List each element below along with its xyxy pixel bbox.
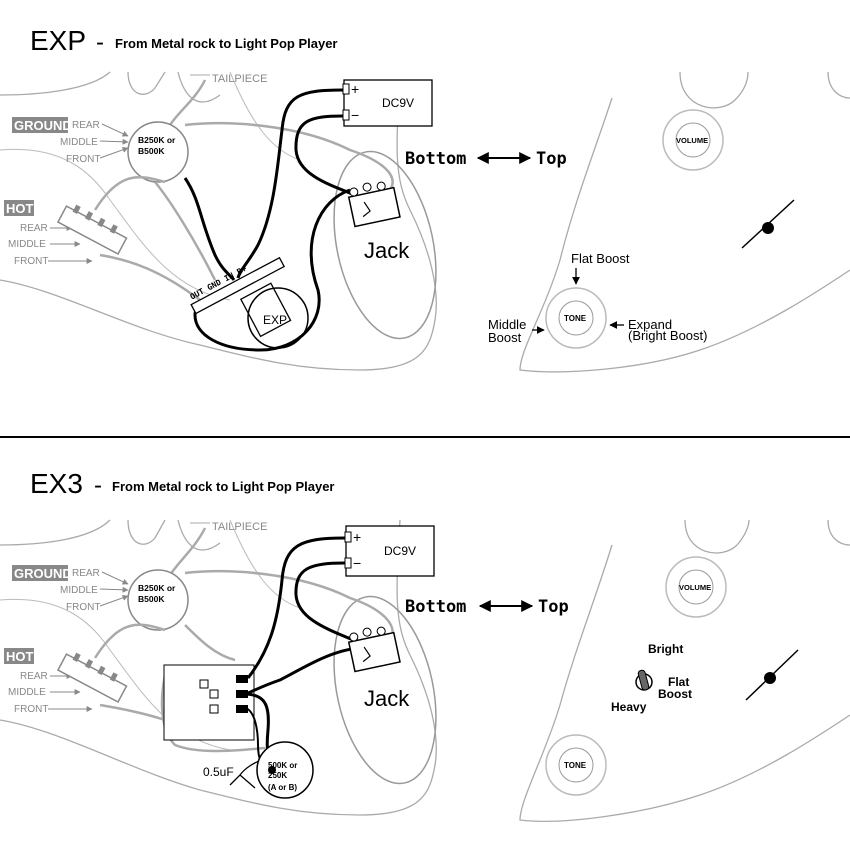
ex3-ground-rear: REAR [72, 568, 100, 579]
ex3-volume-pot [127, 569, 189, 631]
ex3-battery-plus: + [353, 529, 361, 545]
ex3-ground-front: FRONT [66, 602, 100, 613]
exp-jack-label: Jack [364, 238, 410, 263]
exp-hot-middle: MIDDLE [8, 239, 46, 250]
ex3-body-outline-left [0, 519, 437, 816]
ex3-mini-toggle [635, 669, 653, 691]
exp-expand-2: (Bright Boost) [628, 328, 707, 343]
exp-module-label: EXP [263, 313, 287, 327]
ex3-jack-label: Jack [364, 686, 410, 711]
exp-battery [343, 79, 433, 127]
ex3-dash: - [94, 472, 102, 499]
exp-pot-value-2: B500K [138, 146, 165, 156]
exp-pickguard-outline [0, 71, 301, 301]
exp-jack-plate [333, 150, 437, 340]
ex3-title: EX3 [30, 468, 83, 499]
exp-hot-front: FRONT [14, 256, 48, 267]
ex3-volume-label: VOLUME [679, 583, 711, 592]
exp-subtitle: From Metal rock to Light Pop Player [115, 36, 337, 51]
exp-top-label: Top [536, 149, 567, 169]
exp-section: EXP - From Metal rock to Light Pop Playe… [0, 25, 850, 373]
exp-battery-minus: − [351, 107, 359, 123]
exp-body-outline-left [0, 71, 437, 371]
ex3-body-outline-right [519, 519, 850, 822]
ex3-hot-label: HOT [6, 649, 34, 664]
ex3-flat-label-1: Flat [668, 675, 689, 689]
exp-hot-rear: REAR [20, 223, 48, 234]
ex3-heavy-label: Heavy [611, 700, 647, 714]
ex3-pot2-value-2: 250K [268, 771, 287, 780]
exp-volume-pot [127, 121, 189, 183]
exp-ground-middle: MIDDLE [60, 137, 98, 148]
exp-battery-label: DC9V [382, 96, 414, 110]
ex3-battery [345, 525, 435, 577]
ex3-pickup-switch [56, 652, 128, 703]
ex3-subtitle: From Metal rock to Light Pop Player [112, 479, 334, 494]
ex3-section: EX3 - From Metal rock to Light Pop Playe… [0, 468, 850, 822]
exp-volume-label: VOLUME [676, 136, 708, 145]
ex3-capacitor-label: 0.5uF [203, 765, 234, 779]
exp-battery-plus: + [351, 81, 359, 97]
ex3-ground-middle: MIDDLE [60, 585, 98, 596]
ex3-battery-minus: − [353, 555, 361, 571]
exp-pickup-switch [56, 204, 128, 255]
exp-tone-label: TONE [564, 314, 587, 323]
exp-hot-badge [4, 200, 34, 216]
ex3-jack-plate [333, 595, 437, 785]
ex3-tailpiece-label: TAILPIECE [212, 521, 267, 533]
ex3-jack-socket [347, 626, 401, 673]
exp-module-circle [247, 287, 309, 349]
ex3-ground-label: GROUND [14, 566, 72, 581]
exp-pot-value-1: B250K or [138, 135, 176, 145]
ex3-hot-rear: REAR [20, 671, 48, 682]
ex3-bright-label: Bright [648, 642, 683, 656]
ex3-battery-label: DC9V [384, 544, 416, 558]
exp-title: EXP [30, 25, 86, 56]
ex3-pot2-value-1: 500K or [268, 761, 297, 770]
exp-ground-badge [12, 117, 68, 133]
ex3-top-label: Top [538, 597, 569, 617]
exp-tailpiece-label: TAILPIECE [212, 73, 267, 85]
exp-expand-1: Expand [628, 317, 672, 332]
exp-dash: - [96, 29, 104, 56]
ex3-hot-front: FRONT [14, 704, 48, 715]
ex3-flat-label-2: Boost [658, 687, 692, 701]
exp-body-outline-right [519, 71, 850, 373]
exp-middle-boost-2: Boost [488, 330, 522, 345]
ex3-hot-badge [4, 648, 34, 664]
ex3-ground-badge [12, 565, 68, 581]
exp-ground-label: GROUND [14, 118, 72, 133]
ex3-bottom-label: Bottom [405, 597, 466, 617]
exp-ground-front: FRONT [66, 154, 100, 165]
ex3-pot2-value-3: (A or B) [268, 783, 297, 792]
exp-ground-rear: REAR [72, 120, 100, 131]
ex3-hot-middle: MIDDLE [8, 687, 46, 698]
ex3-tone-pot [256, 741, 314, 799]
exp-middle-boost-1: Middle [488, 317, 526, 332]
exp-hot-label: HOT [6, 201, 34, 216]
ex3-tone-label: TONE [564, 761, 587, 770]
exp-bottom-label: Bottom [405, 149, 466, 169]
ex3-pot-value-2: B500K [138, 594, 165, 604]
exp-jack-socket [347, 181, 401, 228]
ex3-pot-value-1: B250K or [138, 583, 176, 593]
exp-flat-boost: Flat Boost [571, 251, 630, 266]
